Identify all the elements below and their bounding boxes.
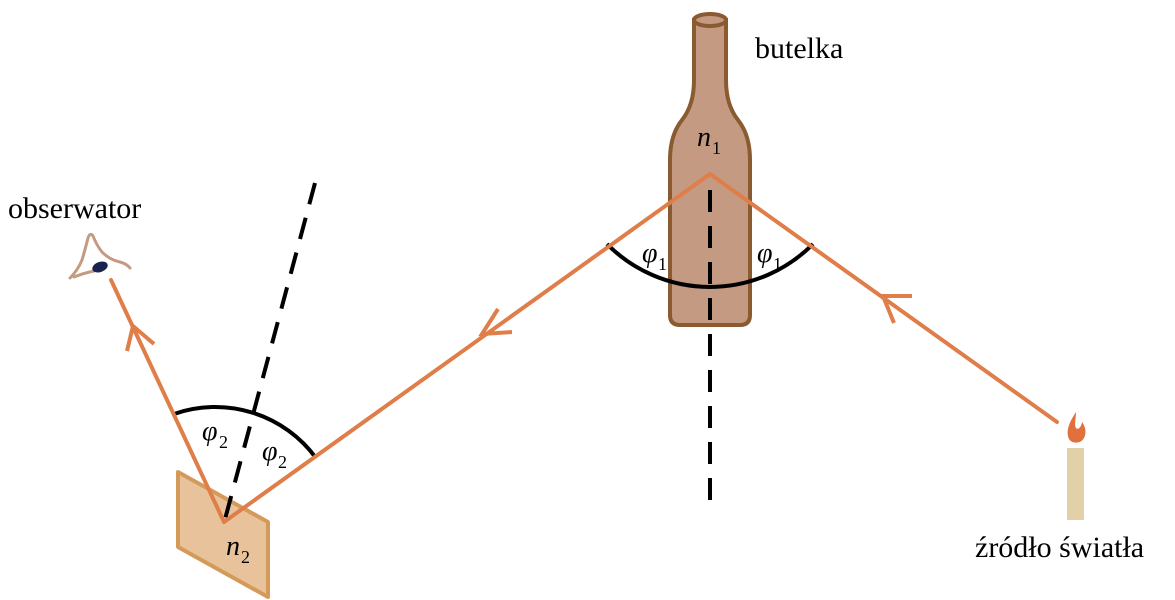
ray-mirror-to-observer: [109, 278, 226, 524]
n1-subscript: 1: [712, 138, 721, 158]
phi1-left-subscript: 1: [658, 254, 667, 274]
n2-symbol: n: [226, 531, 240, 562]
phi2-right-symbol: φ: [262, 436, 278, 467]
light-source-label: źródło światła: [975, 531, 1144, 564]
bottle-mouth: [692, 12, 728, 28]
observer-label: obserwator: [8, 192, 141, 225]
refractive-index-n1: n 1: [697, 122, 721, 158]
phi1-right-symbol: φ: [757, 238, 773, 269]
arc-phi1: [605, 242, 815, 289]
angle-phi2-right: φ 2: [262, 436, 287, 472]
ray-arrow-3: [125, 322, 156, 352]
eye-lid: [72, 269, 96, 279]
candle-body: [1067, 448, 1084, 520]
angle-phi1-right: φ 1: [757, 238, 782, 274]
light-rays: [109, 172, 1059, 524]
eye-icon: [68, 232, 132, 280]
ray-bottle-to-mirror: [222, 172, 712, 524]
eye-pupil: [92, 261, 108, 273]
refractive-index-n2: n 2: [226, 531, 250, 567]
phi2-left-symbol: φ: [202, 416, 218, 447]
candle-icon: [1067, 412, 1086, 520]
n1-symbol: n: [697, 122, 711, 153]
phi2-right-subscript: 2: [278, 452, 287, 472]
angle-phi2-left: φ 2: [202, 416, 228, 452]
phi2-left-subscript: 2: [219, 432, 228, 452]
flame-icon: [1067, 412, 1086, 443]
angle-phi1-left: φ 1: [642, 238, 667, 274]
normal-line-mirror: [222, 182, 317, 524]
mirror-plate-icon: [176, 470, 270, 599]
ray-arrow-2: [478, 307, 513, 337]
n2-subscript: 2: [241, 547, 250, 567]
arc-phi2: [173, 405, 318, 460]
bottle-label: butelka: [755, 32, 843, 65]
phi1-left-symbol: φ: [642, 238, 658, 269]
phi1-right-subscript: 1: [773, 254, 782, 274]
ray-arrow-1: [880, 294, 912, 324]
eye-outline: [68, 232, 132, 280]
